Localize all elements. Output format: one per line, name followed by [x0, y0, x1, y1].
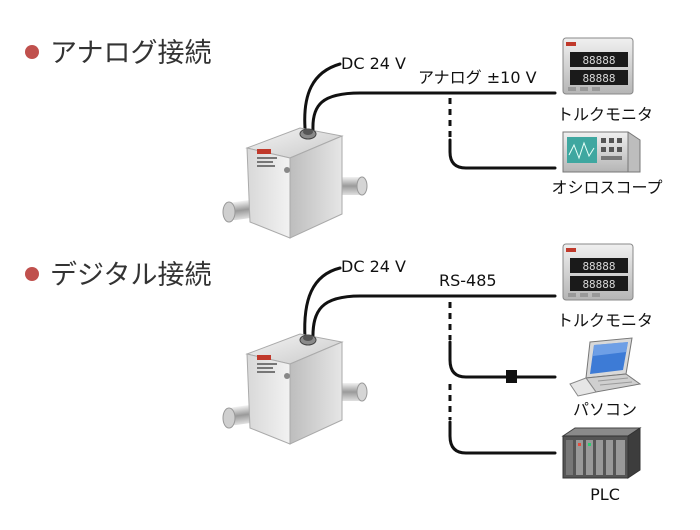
svg-text:88888: 88888: [582, 54, 615, 67]
digital-power-cable: [303, 266, 342, 340]
analog-branch-cable: [448, 138, 557, 170]
laptop-icon: [569, 337, 642, 397]
analog-signal-cable: [311, 91, 557, 132]
digital-power-label: DC 24 V: [341, 257, 406, 276]
analog-section: アナログ接続 DC 24 V アナログ ±10 V: [25, 37, 663, 239]
oscilloscope-icon: [562, 131, 641, 173]
analog-power-cable: [303, 62, 342, 130]
digital-branch-cable-1: [448, 340, 557, 379]
digital-signal-cable: [311, 294, 557, 342]
digital-device-2-label: パソコン: [573, 400, 637, 419]
analog-torque-sensor: [222, 127, 368, 239]
svg-text:88888: 88888: [582, 260, 615, 273]
analog-power-label: DC 24 V: [341, 54, 406, 73]
digital-section-title: デジタル接続: [50, 260, 211, 291]
digital-bullet-icon: [25, 267, 39, 281]
analog-device-1-label: トルクモニタ: [557, 105, 653, 124]
analog-bullet-icon: [25, 45, 39, 59]
digital-branch-cable-2: [448, 420, 557, 455]
digital-device-1-label: トルクモニタ: [557, 311, 653, 330]
digital-torque-sensor: [222, 333, 368, 445]
torque-monitor-icon: 88888 88888: [562, 37, 634, 95]
plc-icon: [561, 427, 642, 479]
svg-text:88888: 88888: [582, 72, 615, 85]
analog-device-2-label: オシロスコープ: [551, 178, 662, 197]
analog-signal-label: アナログ ±10 V: [418, 68, 537, 87]
digital-device-3-label: PLC: [590, 485, 620, 504]
digital-signal-label: RS-485: [439, 271, 497, 290]
analog-section-title: アナログ接続: [50, 38, 211, 69]
digital-section: デジタル接続 DC 24 V RS-485: [25, 243, 653, 504]
svg-text:88888: 88888: [582, 278, 615, 291]
digital-cable-adapter: [506, 370, 517, 383]
torque-monitor-icon: 88888 88888: [562, 243, 634, 301]
